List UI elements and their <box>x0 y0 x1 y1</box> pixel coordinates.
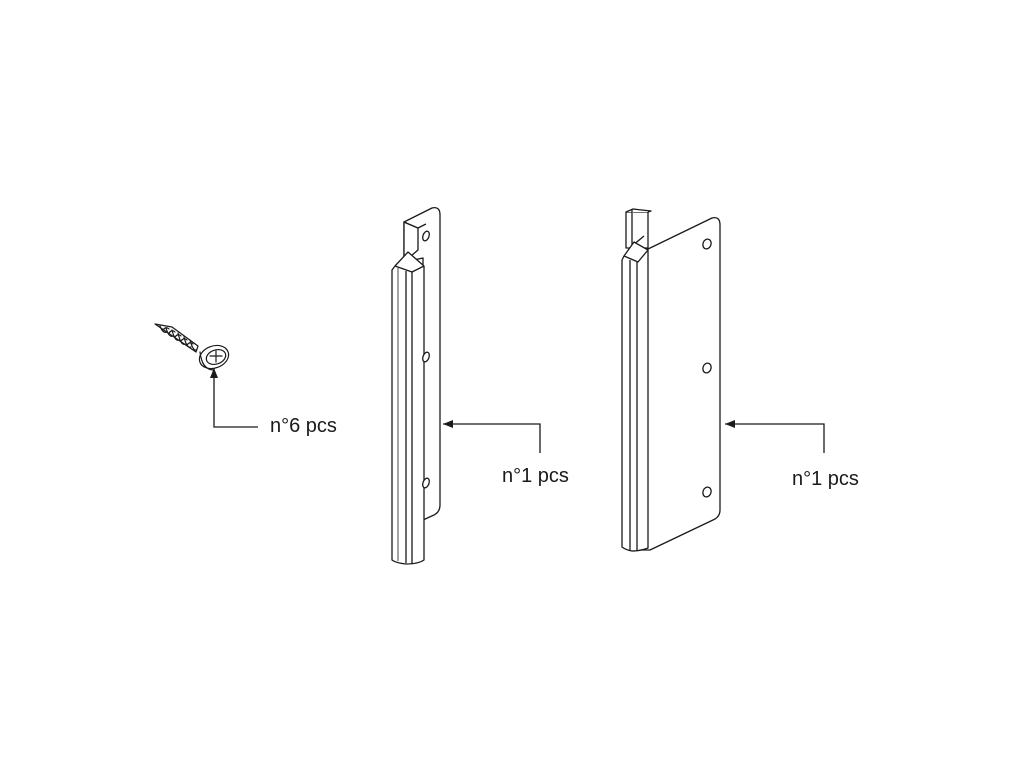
bracket-right-quantity-label: n°1 pcs <box>792 468 859 490</box>
bracket-left-icon <box>392 208 440 564</box>
bracket-left-leader-line <box>443 420 541 453</box>
bracket-right-icon <box>622 209 720 551</box>
bracket-left-quantity-label: n°1 pcs <box>502 465 569 487</box>
screw-leader-line <box>210 368 258 428</box>
bracket-right-leader-line <box>725 420 825 453</box>
screw-quantity-label: n°6 pcs <box>270 415 337 437</box>
screw-icon <box>155 324 232 372</box>
